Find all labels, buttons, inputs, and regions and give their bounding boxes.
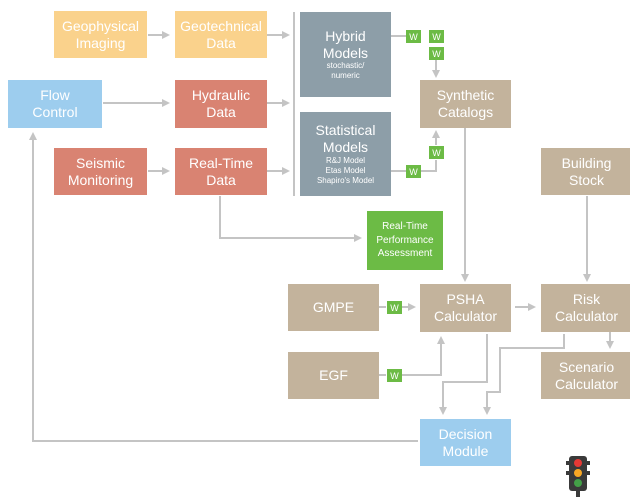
w-badge-hybrid-1: W [406, 30, 421, 43]
realtime-data-box: Real-Time Data [175, 148, 267, 195]
decision-module-box: Decision Module [420, 419, 511, 466]
w-badge-statistical-1: W [429, 146, 444, 159]
w-badge-statistical-2: W [406, 165, 421, 178]
arrow-realtime-performance [219, 196, 362, 242]
statistical-models-box: Statistical Models R&J Model Etas Model … [300, 112, 391, 196]
realtime-performance-assessment-box: Real-Time Performance Assessment [367, 211, 443, 270]
synthetic-catalogs-box: Synthetic Catalogs [420, 80, 511, 128]
w-badge-hybrid-2: W [429, 30, 444, 43]
arrow-risk-decision [483, 334, 565, 415]
hydraulic-data-box: Hydraulic Data [175, 80, 267, 128]
egf-box: EGF [288, 352, 379, 399]
w-badge-hybrid-3: W [429, 47, 444, 60]
w-badge-gmpe: W [387, 301, 402, 314]
risk-calculator-box: Risk Calculator [541, 284, 630, 332]
w-badge-egf: W [387, 369, 402, 382]
gmpe-box: GMPE [288, 284, 379, 331]
building-stock-box: Building Stock [541, 148, 630, 195]
arrow-w-psha-egf [402, 336, 445, 376]
geotechnical-data-box: Geotechnical Data [175, 11, 267, 58]
arrow-psha-decision [439, 334, 488, 415]
scenario-calculator-box: Scenario Calculator [541, 352, 630, 399]
psha-calculator-box: PSHA Calculator [420, 284, 511, 332]
geophysical-imaging-box: Geophysical Imaging [54, 11, 147, 58]
arrow-decision-flow [29, 132, 418, 442]
flow-control-box: Flow Control [8, 80, 102, 128]
seismic-monitoring-box: Seismic Monitoring [54, 148, 147, 195]
connector-w-up [421, 160, 437, 172]
hybrid-models-box: Hybrid Models stochastic/ numeric [300, 12, 391, 97]
